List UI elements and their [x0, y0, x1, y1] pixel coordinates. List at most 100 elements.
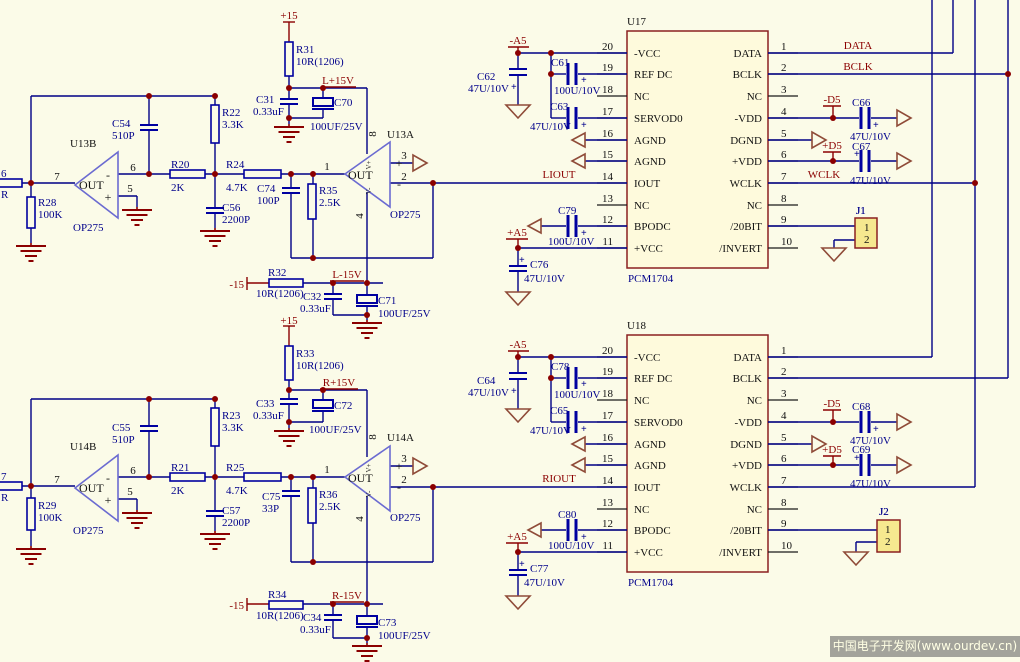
schematic-label: C75: [262, 491, 281, 503]
schematic-label: 6: [130, 162, 136, 174]
capacitor-bar: [859, 150, 863, 172]
pin-name: -VCC: [634, 352, 660, 364]
resistor-body: [26, 497, 36, 531]
pin-name: IOUT: [634, 178, 661, 190]
capacitor-bar: [566, 215, 570, 237]
junction-dot: [548, 50, 554, 56]
ic-part-number: PCM1704: [628, 273, 674, 285]
junction-dot: [28, 180, 34, 186]
pin-number: 16: [602, 432, 614, 444]
pin-name: DGND: [730, 439, 762, 451]
schematic-label: C56: [222, 202, 241, 214]
schematic-label: -15: [229, 279, 244, 291]
junction-dot: [515, 245, 521, 251]
junction-dot: [515, 50, 521, 56]
capacitor-bar: [574, 63, 578, 85]
connector-refdes: J2: [879, 506, 889, 518]
capacitor-bar: [566, 367, 570, 389]
pin-name: DATA: [734, 352, 763, 364]
ic-u18: [626, 334, 769, 573]
pin-number: 14: [602, 475, 614, 487]
schematic-label: C71: [378, 295, 396, 307]
schematic-label: U13A: [387, 129, 414, 141]
pin-name: +VCC: [634, 243, 663, 255]
schematic-label: 7: [1, 471, 7, 483]
schematic-label: 2200P: [222, 517, 250, 529]
resistor-body: [169, 472, 206, 482]
resistor-body: [243, 472, 282, 482]
schematic-label: C31: [256, 94, 274, 106]
junction-dot: [212, 93, 218, 99]
schematic-label: +: [873, 120, 879, 131]
schematic-label: 100UF/25V: [378, 630, 431, 642]
connector-pin-number: 2: [885, 536, 891, 548]
resistor-body: [284, 41, 294, 77]
pin-number: 12: [602, 518, 613, 530]
pin-name: AGND: [634, 439, 666, 451]
pin-name: NC: [747, 395, 762, 407]
watermark: 中国电子开发网(www.ourdev.cn): [830, 636, 1020, 657]
capacitor-bar: [566, 411, 570, 433]
schematic-label: +: [581, 532, 587, 543]
schematic-label: -A5: [509, 35, 527, 47]
schematic-label: -D5: [823, 398, 841, 410]
schematic-label: 47U/10V: [530, 121, 571, 133]
schematic-label: LIOUT: [543, 169, 576, 181]
schematic-label: 7: [54, 474, 60, 486]
capacitor-bar: [859, 411, 863, 433]
pin-number: 17: [602, 106, 614, 118]
schematic-label: -: [106, 471, 110, 485]
schematic-label: R: [1, 492, 9, 504]
schematic-label: C34: [303, 612, 322, 624]
pin-number: 6: [781, 453, 787, 465]
pin-name: NC: [747, 91, 762, 103]
pin-name: BCLK: [733, 69, 762, 81]
pin-name: -VCC: [634, 48, 660, 60]
pin-name: NC: [634, 395, 649, 407]
schematic-label: 33P: [262, 503, 279, 515]
schematic-label: 2.5K: [319, 197, 341, 209]
schematic-label: 7: [54, 171, 60, 183]
pin-number: 19: [602, 62, 614, 74]
schematic-label: R25: [226, 462, 245, 474]
schematic-label: +: [511, 82, 517, 93]
schematic-label: R33: [296, 348, 315, 360]
pin-number: 11: [602, 540, 613, 552]
schematic-label: 0.33uF: [253, 106, 284, 118]
pin-name: NC: [747, 504, 762, 516]
ic-u17: [626, 30, 769, 269]
junction-dot: [830, 419, 836, 425]
junction-dot: [548, 71, 554, 77]
pin-name: /20BIT: [730, 525, 762, 537]
pin-name: NC: [634, 504, 649, 516]
pin-number: 2: [781, 366, 787, 378]
schematic-label: C73: [378, 617, 397, 629]
schematic-label: 1: [324, 464, 330, 476]
schematic-label: 47U/10V: [468, 83, 509, 95]
schematic-label: U13B: [70, 138, 96, 150]
schematic-label: WCLK: [808, 169, 840, 181]
schematic-label: C57: [222, 505, 241, 517]
pin-number: 18: [602, 84, 614, 96]
pin-name: +VDD: [732, 460, 762, 472]
schematic-label: +: [511, 386, 517, 397]
schematic-label: 10R(1206): [256, 610, 304, 622]
schematic-label: J2: [879, 506, 889, 518]
schematic-label: R23: [222, 410, 241, 422]
junction-dot: [288, 171, 294, 177]
schematic-label: +A5: [507, 227, 527, 239]
port-arrow-right-icon: [811, 130, 828, 150]
schematic-label: OP275: [73, 222, 104, 234]
schematic-label: C77: [530, 563, 549, 575]
pin-number: 4: [781, 106, 787, 118]
schematic-label: 47U/10V: [850, 175, 891, 187]
pin-name: BPODC: [634, 525, 671, 537]
watermark-text: 中国电子开发网(www.ourdev.cn): [832, 639, 1018, 653]
connector-pin-number: 1: [885, 524, 891, 536]
schematic-label: 100UF/25V: [309, 424, 362, 436]
schematic-label: C62: [477, 71, 495, 83]
analog-ground-symbol: [504, 408, 532, 424]
schematic-label: -15: [229, 600, 244, 612]
pin-number: 7: [781, 171, 787, 183]
capacitor-bar: [867, 411, 871, 433]
